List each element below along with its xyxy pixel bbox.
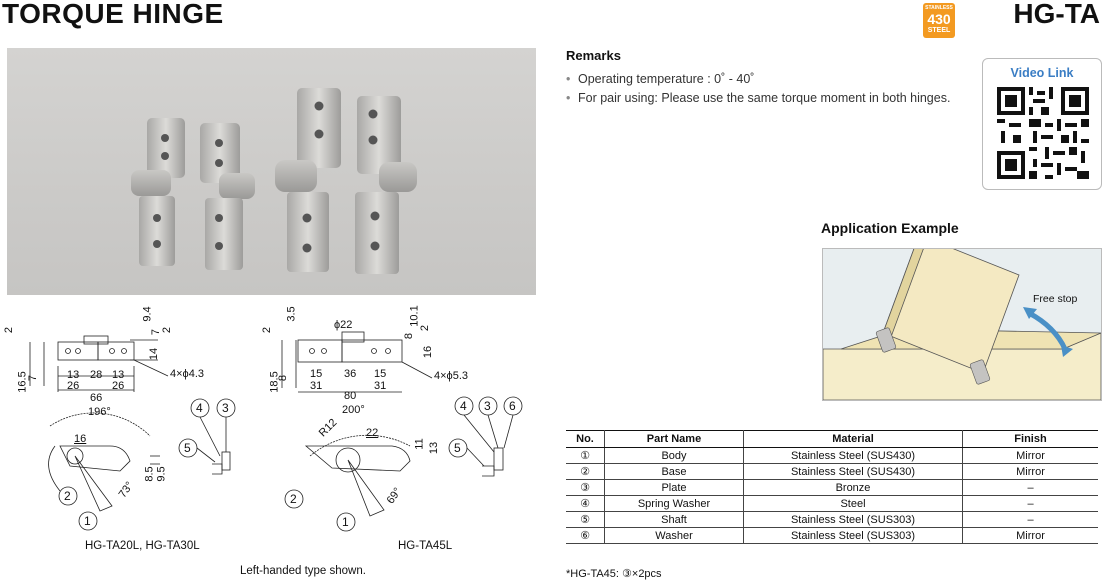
balloon-6: 6 [509, 399, 516, 413]
stainless-430-badge: STAINLESS 430 STEEL [923, 3, 955, 38]
application-heading: Application Example [821, 220, 959, 236]
balloon-1: 1 [342, 515, 349, 529]
balloon-4: 4 [196, 401, 203, 415]
model-code: HG-TA [1013, 0, 1100, 29]
table-footnote: *HG-TA45: ③×2pcs [566, 568, 662, 580]
product-photo [7, 48, 536, 295]
balloon-4: 4 [460, 399, 467, 413]
page-title: TORQUE HINGE [2, 0, 224, 29]
hinge-photo-3 [275, 88, 341, 272]
qr-code-icon[interactable] [997, 87, 1089, 179]
remark-item: Operating temperature : 0˚ - 40˚ [566, 70, 966, 89]
col-header-finish: Finish [962, 430, 1098, 448]
application-illustration: Free stop [822, 248, 1102, 401]
video-link-box[interactable]: Video Link [982, 58, 1102, 190]
balloon-5: 5 [454, 441, 461, 455]
drawing-ta45: 2 3.5 ϕ22 10.1 8 2 16 18.5 8 15 36 15 31… [261, 296, 554, 540]
hinge-photo-1 [131, 118, 185, 266]
hinge-photo-2 [200, 123, 255, 270]
balloon-2: 2 [64, 489, 71, 503]
free-stop-label: Free stop [1033, 293, 1078, 305]
balloon-3: 3 [484, 399, 491, 413]
left-handed-note: Left-handed type shown. [240, 565, 366, 577]
balloon-1: 1 [84, 514, 91, 528]
col-header-no: No. [566, 430, 605, 448]
balloon-2: 2 [290, 492, 297, 506]
balloon-3: 3 [222, 401, 229, 415]
remark-item: For pair using: Please use the same torq… [566, 89, 966, 108]
remarks-list: Operating temperature : 0˚ - 40˚ For pai… [566, 70, 966, 108]
caption-left: HG-TA20L, HG-TA30L [85, 540, 200, 552]
balloon-5: 5 [184, 441, 191, 455]
remarks-heading: Remarks [566, 48, 621, 63]
col-header-material: Material [743, 430, 963, 448]
hinge-photo-4 [355, 96, 417, 274]
video-link-label[interactable]: Video Link [1010, 66, 1074, 80]
drawing-ta20-ta30: 2 9.4 7 2 14 16.5 7 13 28 13 26 26 66 4×… [0, 296, 270, 540]
caption-right: HG-TA45L [398, 540, 453, 552]
col-header-part-name: Part Name [604, 430, 744, 448]
